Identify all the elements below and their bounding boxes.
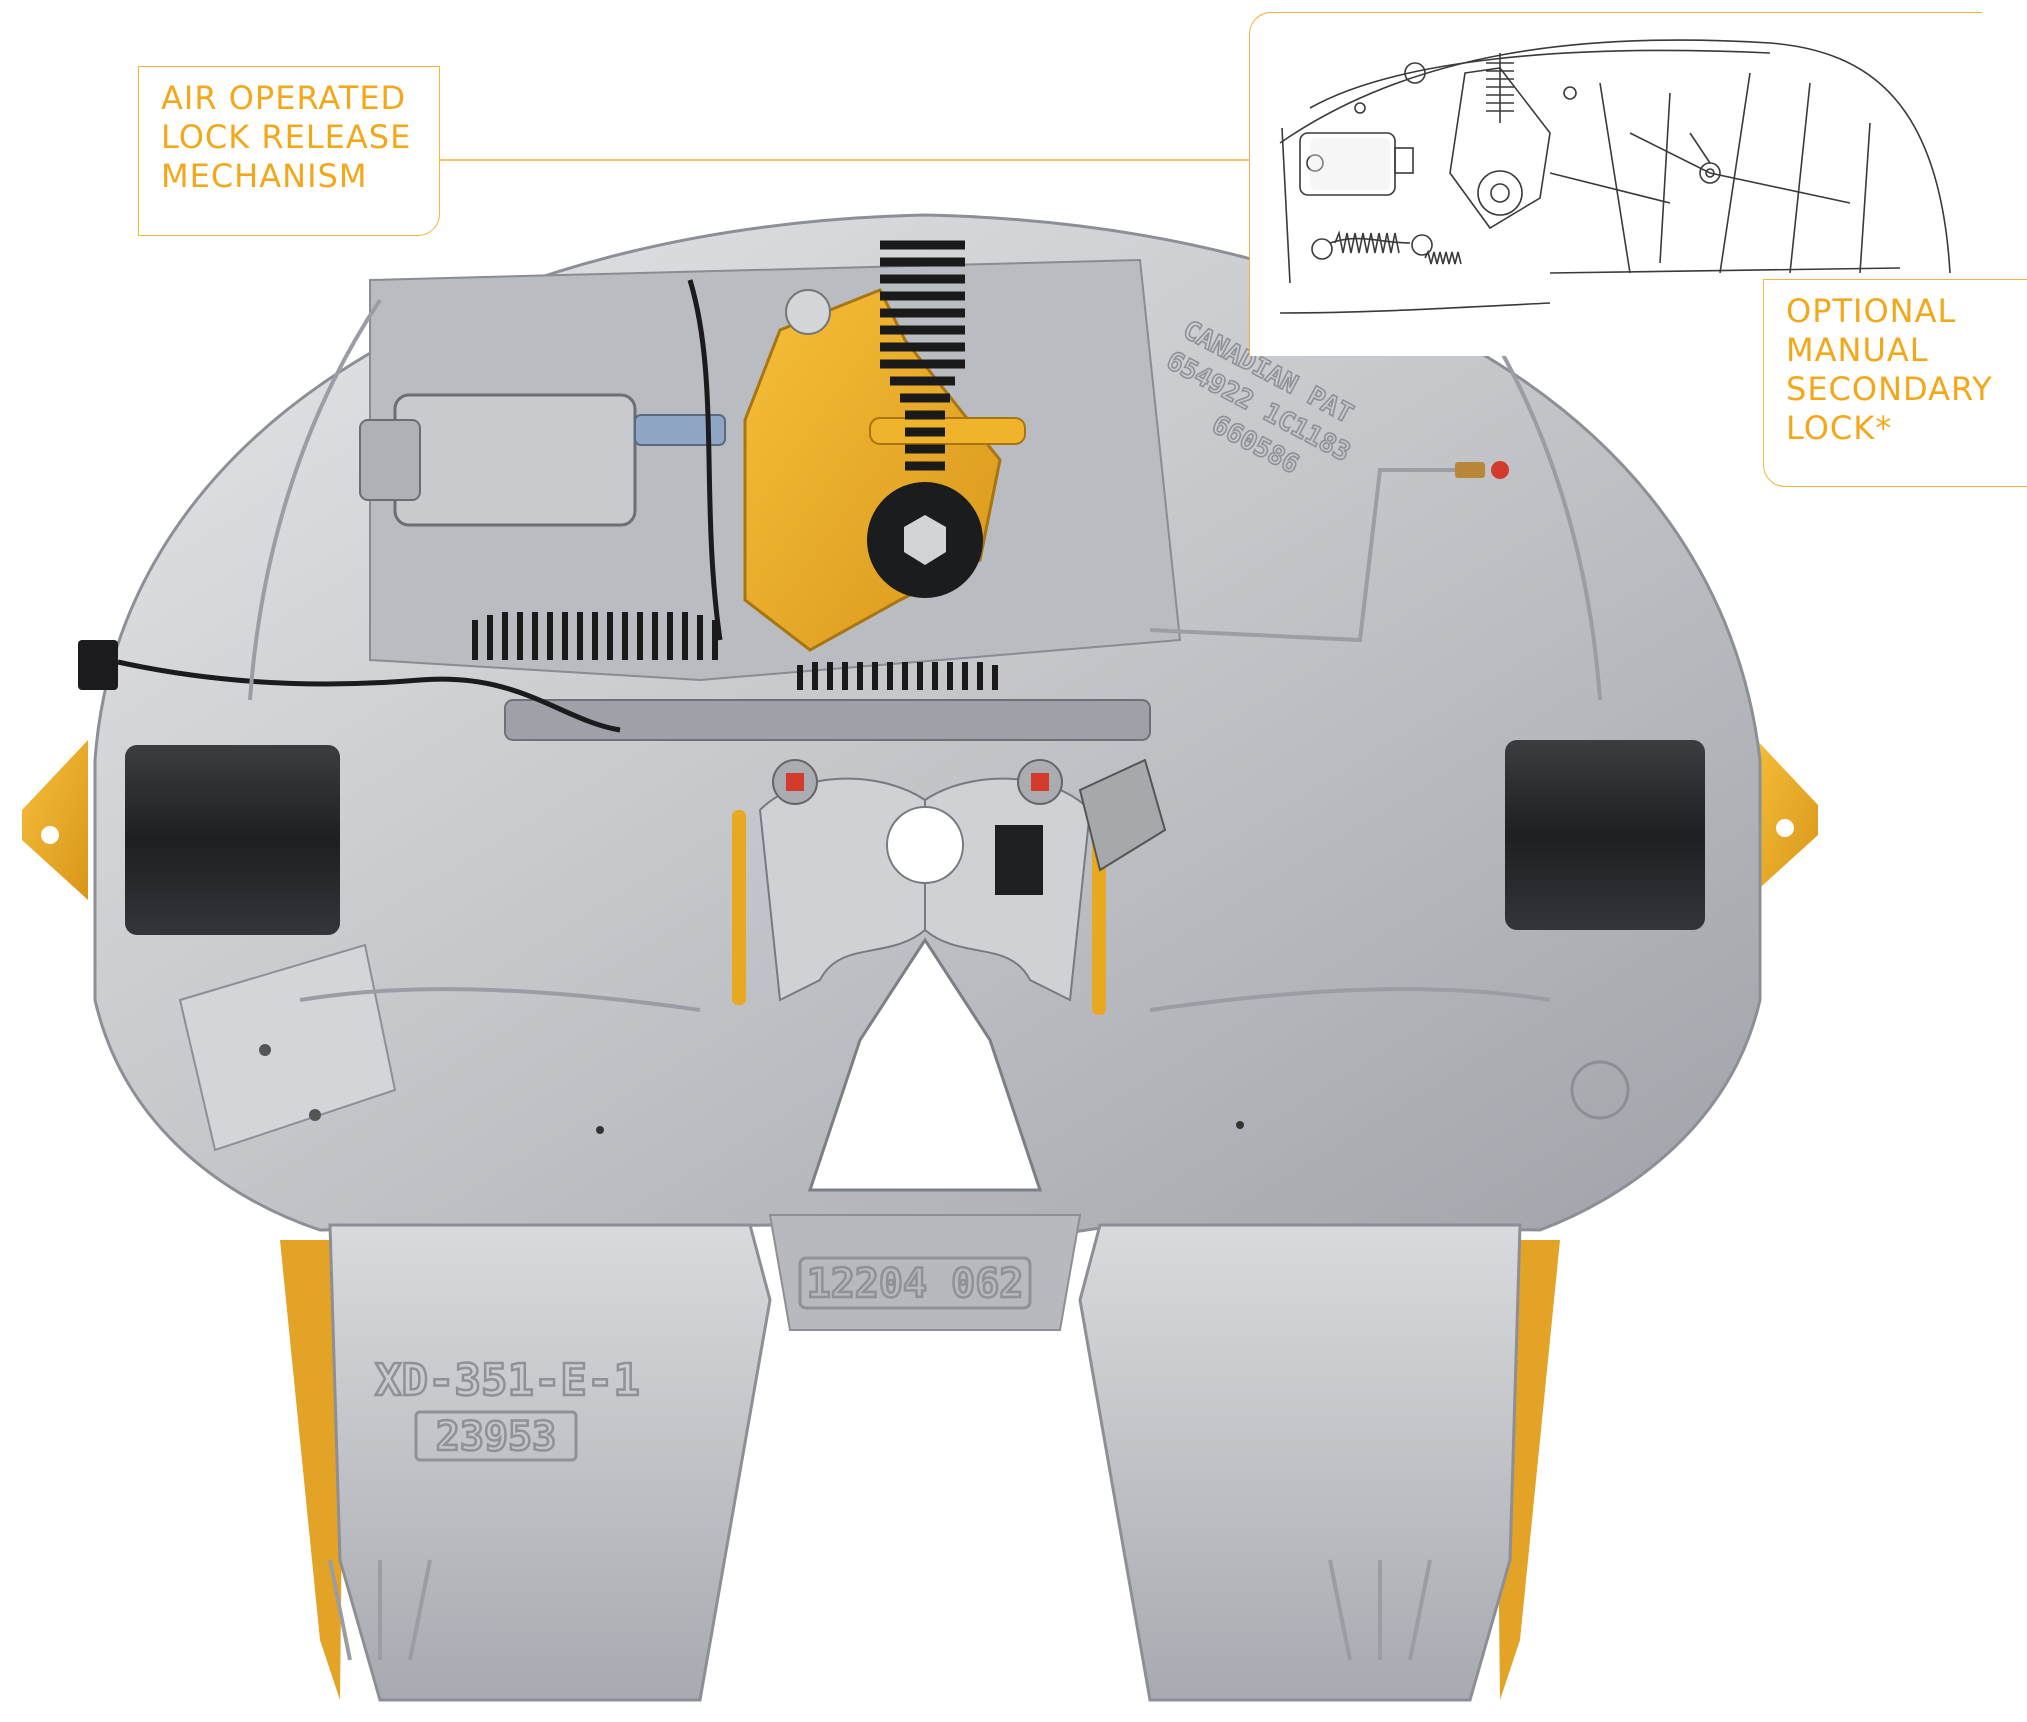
mechanism-diagram <box>1279 39 1951 314</box>
secondary-lock-callout: OPTIONAL MANUAL SECONDARY LOCK* <box>1763 279 2027 487</box>
air-lock-release-callout: AIR OPERATED LOCK RELEASE MECHANISM <box>138 66 440 236</box>
lock-callout-line-1: OPTIONAL <box>1786 292 1957 330</box>
lock-callout-line-2: MANUAL <box>1786 331 1929 369</box>
serial-stamp: 23953 <box>436 1414 556 1460</box>
part-number-stamp: 12204 062 <box>807 1261 1024 1307</box>
air-callout-line-2: LOCK RELEASE <box>161 118 412 156</box>
lock-callout-line-4: LOCK* <box>1786 409 1893 447</box>
model-stamp: XD-351-E-1 <box>375 1355 640 1406</box>
lock-callout-line-3: SECONDARY <box>1786 370 1993 408</box>
air-callout-line-3: MECHANISM <box>161 157 368 195</box>
air-callout-line-1: AIR OPERATED <box>161 79 407 117</box>
